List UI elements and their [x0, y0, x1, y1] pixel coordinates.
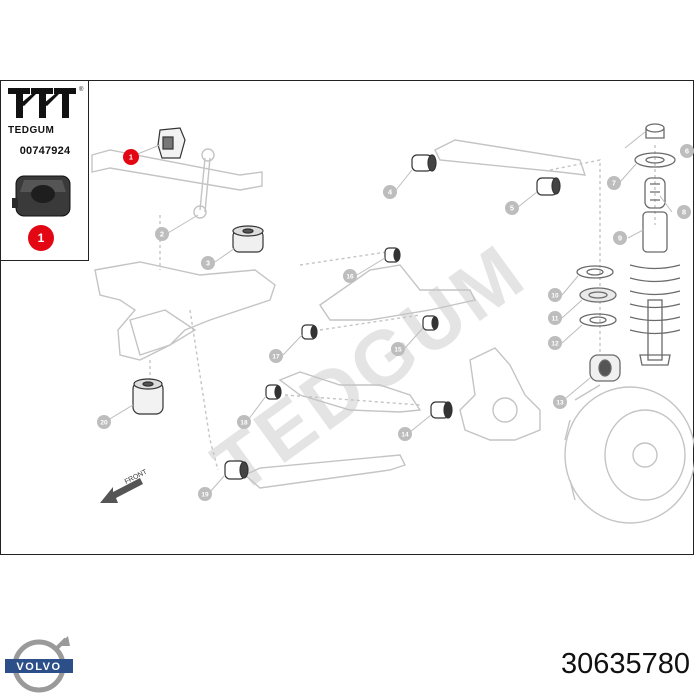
tire — [564, 386, 694, 524]
callout-17: 17 — [269, 349, 283, 363]
svg-text:VOLVO: VOLVO — [16, 661, 61, 673]
callout-number: 4 — [388, 188, 393, 197]
callout-13: 13 — [553, 395, 567, 409]
callout-11: 11 — [548, 311, 562, 325]
stabilizer-bar — [91, 149, 263, 191]
callout-number: 7 — [612, 179, 616, 188]
volvo-logo: VOLVO — [5, 636, 73, 693]
callout-number: 10 — [551, 293, 559, 300]
callout-number: 3 — [206, 259, 210, 268]
callout-number: 2 — [160, 230, 164, 239]
bushing-product-image — [12, 175, 71, 217]
oem-part-number: 30635780 — [560, 648, 690, 680]
callout-14: 14 — [398, 427, 412, 441]
callout-6: 6 — [680, 144, 694, 158]
callout-5: 5 — [505, 201, 519, 215]
highlight-marker — [28, 225, 54, 251]
suspension-diagram: TEDGUM — [91, 123, 694, 524]
callout-number: 8 — [682, 208, 686, 217]
callout-number: 18 — [240, 420, 248, 427]
callout-number: 6 — [685, 147, 689, 156]
stabilizer-link — [199, 157, 211, 213]
callout-20: 20 — [97, 415, 111, 429]
watermark-text: TEDGUM — [197, 226, 542, 510]
callout-3: 3 — [201, 256, 215, 270]
part-code: 00747924 — [19, 145, 71, 157]
callout-18: 18 — [237, 415, 251, 429]
callout-15: 15 — [391, 342, 405, 356]
callout-number: 1 — [129, 153, 133, 162]
callout-number: 14 — [401, 432, 409, 439]
front-arrow-icon: FRONT — [100, 468, 149, 503]
lower-control-arm — [278, 371, 422, 413]
bushing-18 — [265, 384, 282, 400]
svg-text:®: ® — [79, 86, 84, 93]
highlight-number: 1 — [38, 231, 45, 245]
bushing-16 — [384, 247, 401, 263]
upper-control-arm — [319, 264, 477, 321]
callout-number: 11 — [552, 316, 559, 323]
knuckle — [459, 347, 541, 441]
bushing-3 — [232, 225, 264, 253]
callout-number: 13 — [556, 400, 564, 407]
brand-name: TEDGUM — [8, 125, 55, 136]
bushing-20 — [132, 378, 164, 415]
callout-7: 7 — [607, 176, 621, 190]
lower-link — [243, 454, 406, 489]
bushing-4 — [411, 154, 437, 172]
bushing-17 — [301, 324, 318, 340]
callout-number: 16 — [346, 274, 354, 281]
callout-number: 9 — [618, 234, 622, 243]
callout-number: 15 — [394, 347, 402, 354]
callout-1: 1 — [123, 149, 139, 165]
callout-number: 17 — [272, 354, 280, 361]
coil-spring — [629, 264, 681, 335]
callout-number: 12 — [551, 341, 559, 348]
callout-number: 19 — [201, 492, 209, 499]
callout-number: 20 — [100, 420, 108, 427]
bushing-19 — [224, 460, 249, 480]
callout-2: 2 — [155, 227, 169, 241]
bushing-15 — [422, 315, 439, 331]
callout-19: 19 — [198, 487, 212, 501]
subframe — [94, 261, 276, 361]
callout-10: 10 — [548, 288, 562, 302]
product-inset: ® 1 — [0, 80, 89, 261]
callout-number: 5 — [510, 204, 514, 213]
callout-12: 12 — [548, 336, 562, 350]
bushing-5 — [536, 177, 561, 196]
callout-8: 8 — [677, 205, 691, 219]
callout-9: 9 — [613, 231, 627, 245]
diagram-frame: TEDGUM — [0, 80, 694, 555]
tedgum-logo: ® 1 — [8, 86, 84, 251]
callout-4: 4 — [383, 185, 397, 199]
upper-link — [434, 139, 587, 176]
bushing-14 — [430, 401, 453, 419]
callout-16: 16 — [343, 269, 357, 283]
